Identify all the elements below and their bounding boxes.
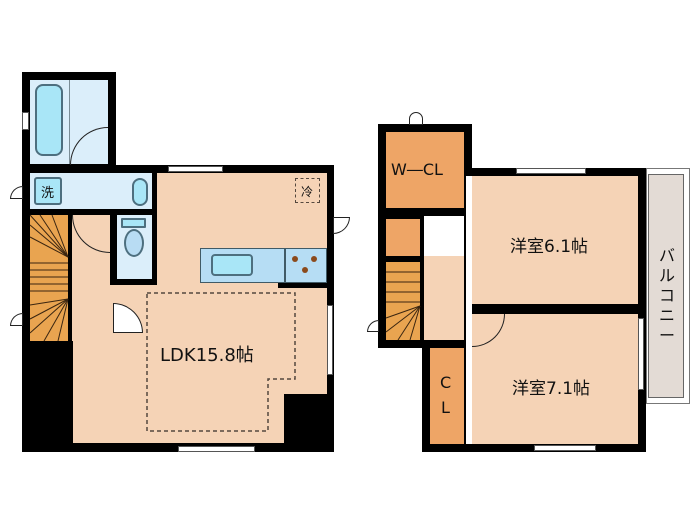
toilet-bowl-icon (124, 229, 144, 257)
bedroom-corridor (466, 176, 472, 444)
bath-window (22, 112, 29, 130)
washroom-label: 洗 (41, 186, 55, 201)
wcl-label: W―CL (391, 160, 443, 179)
western-room-1-label: 洋室6.1帖 (510, 237, 589, 257)
burner-icon (311, 256, 317, 262)
refrigerator-label: 冷 (301, 185, 314, 199)
balcony-char: ニ (658, 306, 675, 325)
bath-divider (69, 80, 70, 164)
closet-label-c: C (440, 373, 452, 392)
bedroom2-bottom-window (534, 445, 596, 451)
western-room-1 (472, 176, 638, 304)
wash-side-door-icon (10, 186, 23, 199)
ldk-right-window (327, 305, 333, 375)
bedroom2-right-window (638, 318, 644, 390)
burner-icon (292, 256, 298, 262)
stair-2f-door-icon (367, 320, 379, 332)
washing-machine-icon (34, 177, 62, 205)
cooktop (285, 248, 327, 283)
stair-lines-1f-icon (29, 214, 69, 342)
western-room-2 (472, 314, 638, 444)
wcl-door-icon (409, 112, 423, 125)
hallway-2f (424, 256, 464, 340)
ldk-corner-block (284, 394, 327, 444)
entrance-door-icon (10, 313, 23, 326)
walk-in-closet (386, 132, 464, 210)
balcony-char: コ (658, 286, 675, 305)
balcony-char: ー (658, 326, 675, 345)
western-room-2-label: 洋室7.1帖 (512, 379, 591, 399)
balcony-char: バ (658, 246, 675, 265)
closet-label-l: L (441, 398, 450, 417)
closet (430, 348, 464, 444)
stair-lines-2f-icon (385, 271, 421, 341)
balcony-label: バ ル コ ニ ー (658, 246, 676, 346)
hall-storage-door (424, 216, 464, 256)
kitchen-partition (278, 282, 327, 288)
small-storage (386, 219, 420, 256)
ldk-left-wall (110, 279, 157, 285)
refrigerator-space (295, 178, 320, 203)
bathtub-icon (35, 84, 63, 156)
balcony (648, 174, 684, 398)
kitchen-sink-icon (211, 254, 253, 276)
sink-icon (132, 178, 148, 206)
ldk-bottom-window (178, 446, 255, 452)
burner-icon (302, 267, 308, 273)
ldk-top-window (168, 166, 223, 172)
balcony-char: ル (658, 266, 675, 285)
toilet-tank-icon (121, 218, 146, 228)
ldk-label: LDK15.8帖 (160, 345, 254, 366)
bedroom1-top-window (516, 168, 586, 174)
